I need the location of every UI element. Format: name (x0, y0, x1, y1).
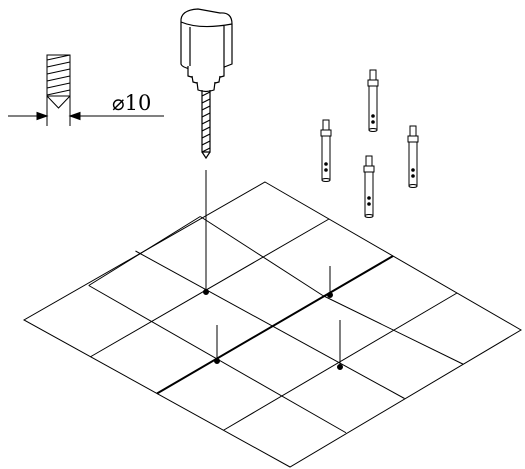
drill-bit-icon (201, 90, 211, 160)
drill-chuck-icon (180, 8, 233, 93)
floor-grid (22, 181, 522, 468)
anchor-pin-icon (320, 119, 332, 182)
hole-marker (214, 325, 220, 364)
drill-tip-icon (46, 54, 71, 109)
drill-diameter-label: ⌀10 (112, 91, 151, 115)
drill-diameter-detail: ⌀10 (8, 54, 164, 126)
anchor-pins (320, 69, 419, 218)
anchor-pin-icon (363, 155, 375, 218)
hole-marker (327, 266, 333, 298)
dimension-arrows (8, 111, 164, 121)
power-drill (180, 8, 233, 160)
hole-markers (203, 170, 343, 370)
hole-marker (203, 170, 209, 295)
anchor-pin-icon (367, 69, 379, 132)
hole-alignment-line (156, 255, 394, 395)
hole-marker (337, 320, 343, 370)
anchor-pin-icon (407, 125, 419, 188)
grid-outline (22, 181, 522, 468)
